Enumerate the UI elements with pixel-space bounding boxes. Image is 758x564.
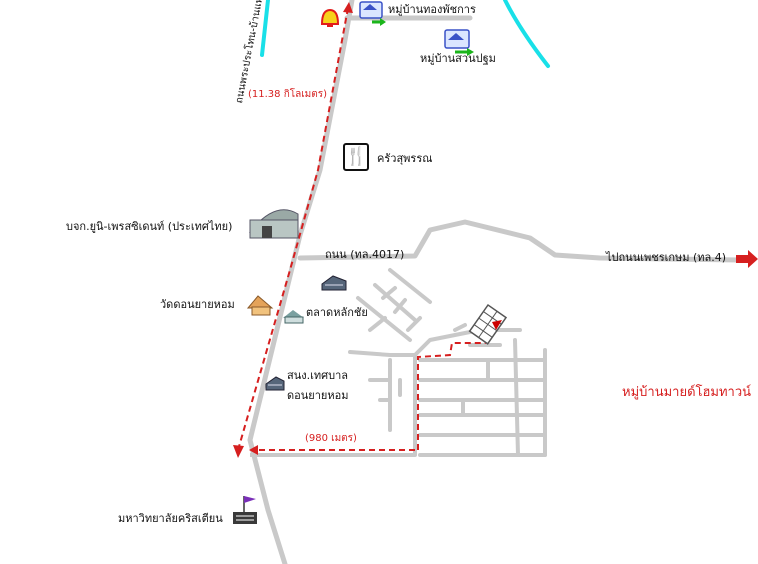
destination-icon[interactable] — [468, 303, 508, 345]
label-university: มหาวิทยาลัยคริสเตียน — [118, 512, 223, 525]
diagonal-road-4 — [393, 298, 407, 314]
office-icon — [265, 376, 285, 391]
label-municipal-1: สนง.เทศบาล — [287, 369, 348, 382]
sub-road-c — [453, 323, 467, 332]
road-network — [247, 0, 743, 564]
route-arrowhead-down — [233, 445, 244, 458]
road-4017 — [297, 219, 743, 263]
university-icon — [233, 496, 257, 524]
diagonal-road-3 — [381, 286, 397, 300]
river-left — [260, 0, 270, 57]
diagonal-road-7 — [368, 316, 387, 332]
label-company: บจก.ยูนิ-เพรสซิเดนท์ (ประเทศไทย) — [66, 220, 233, 233]
label-village-thong-phat: หมู่บ้านทองพัชการ — [388, 3, 476, 16]
label-to-phetkasem: ไปถนนเพชรเกษม (ทล.4) — [606, 251, 727, 264]
sub-road-j — [513, 338, 520, 457]
village-icon — [444, 29, 474, 56]
shell-icon — [320, 8, 340, 27]
route-main — [237, 7, 349, 451]
village-icon — [359, 1, 386, 26]
market-icon — [283, 310, 304, 324]
arrow-right-icon — [736, 250, 758, 268]
route-arrowhead-left — [249, 445, 258, 455]
diagonal-road-2 — [388, 268, 432, 304]
label-municipal-2: ดอนยายหอม — [287, 389, 349, 402]
label-temple: วัดดอนยายหอม — [160, 298, 235, 311]
diagonal-road-1 — [373, 283, 417, 322]
warehouse-icon — [248, 209, 299, 239]
temple-icon — [246, 295, 274, 316]
label-side-road-distance: (980 เมตร) — [305, 433, 357, 444]
route-arrowhead-top — [343, 2, 353, 13]
destination-marker — [492, 320, 502, 330]
diagonal-road-5 — [406, 316, 422, 332]
label-main-road-distance: (11.38 กิโลเมตร) — [248, 89, 328, 100]
label-village-suan-pathom: หมู่บ้านสวนปฐม — [420, 52, 496, 65]
river-right — [503, 0, 550, 68]
rivers — [260, 0, 550, 68]
label-road-4017: ถนน (ทล.4017) — [325, 248, 405, 261]
label-destination-village: หมู่บ้านมายด์โฮมทาวน์ — [622, 385, 752, 400]
restaurant-icon: 🍴 — [343, 143, 369, 171]
route-sub — [417, 329, 496, 450]
label-restaurant: ครัวสุพรรณ — [377, 152, 433, 165]
label-market: ตลาดหลักชัย — [306, 306, 368, 319]
office-icon — [321, 275, 347, 291]
